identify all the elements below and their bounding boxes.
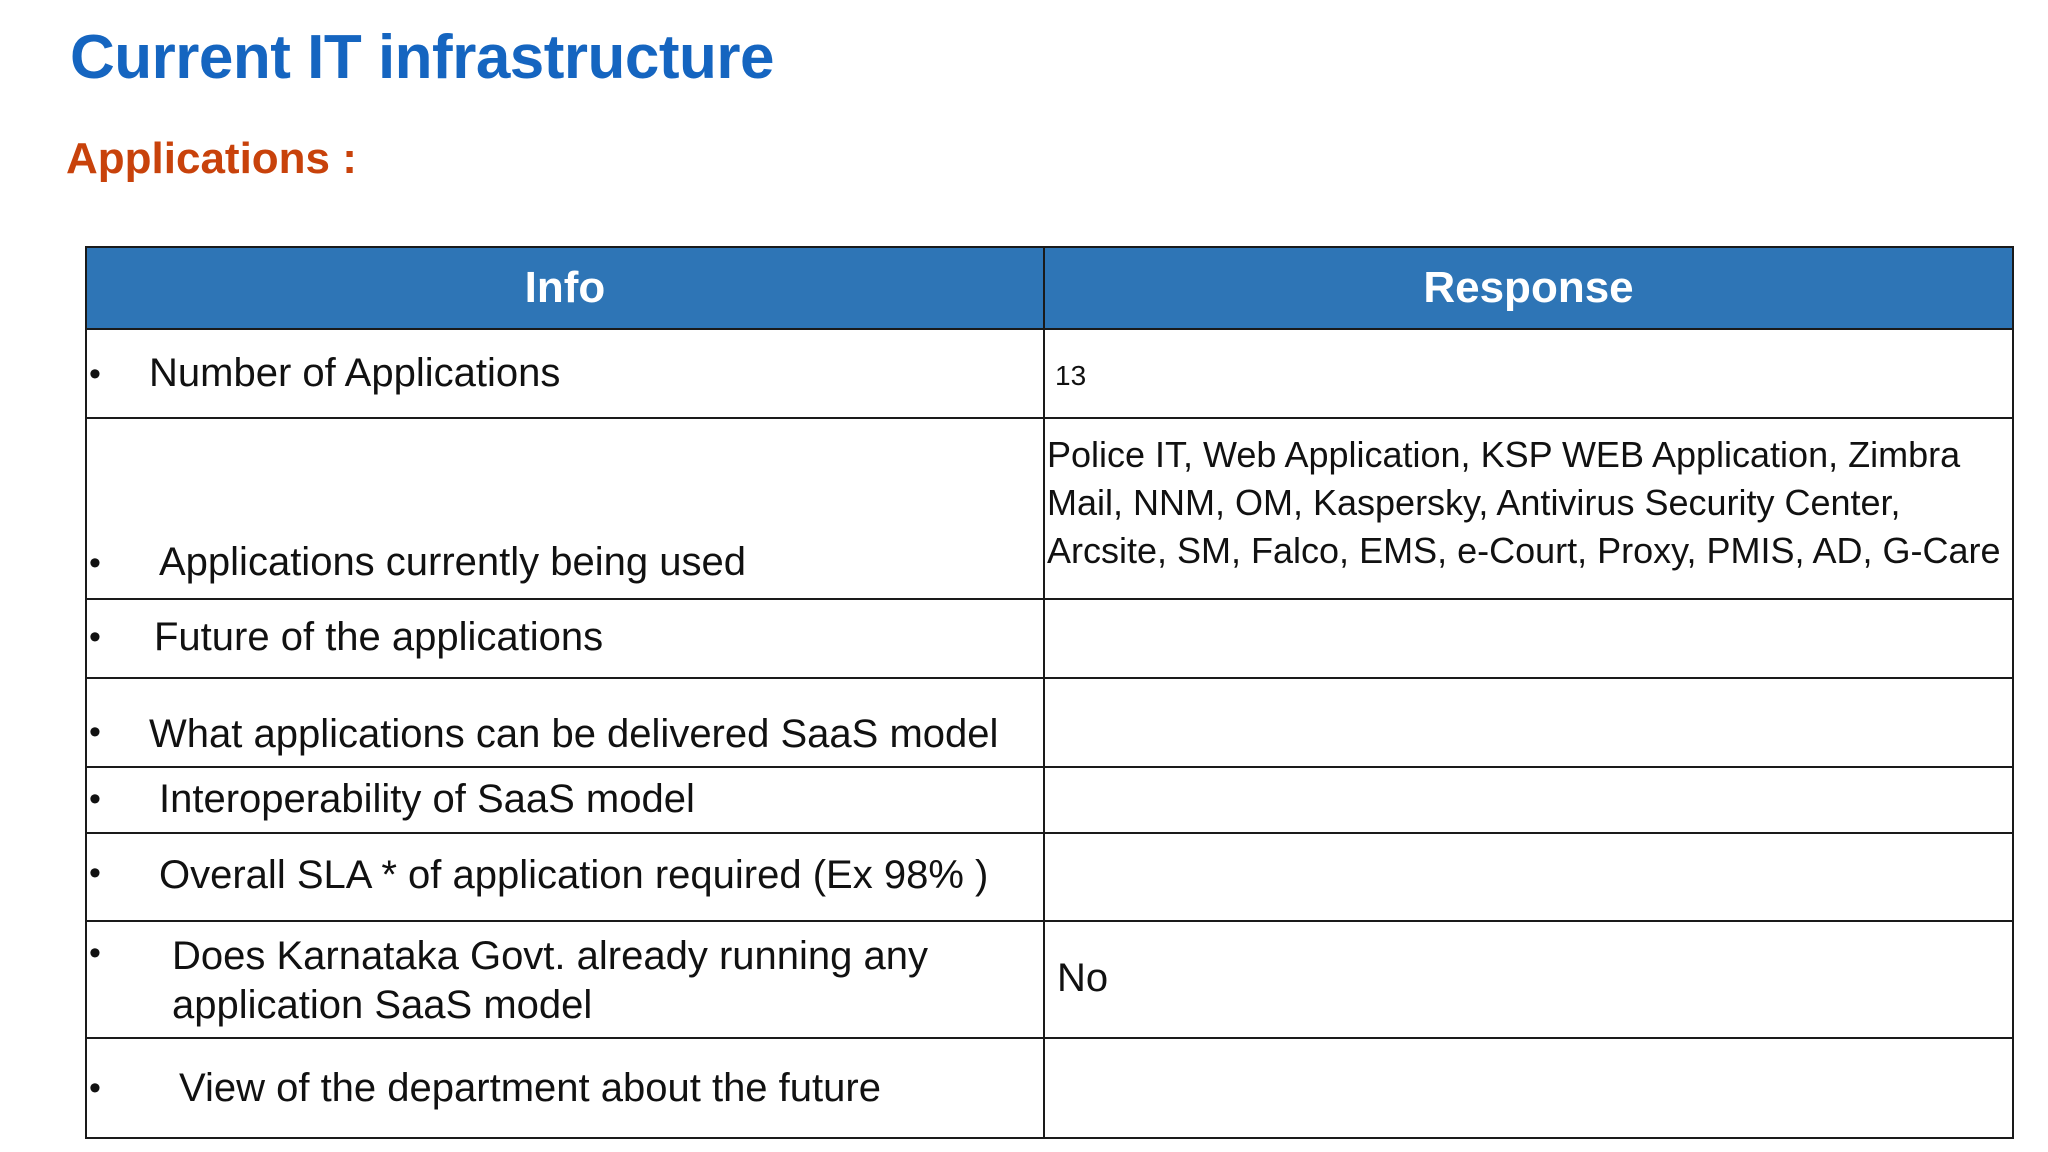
info-label: What applications can be delivered SaaS … <box>149 712 999 756</box>
info-label: Overall SLA * of application required (E… <box>159 853 989 897</box>
response-cell <box>1043 832 2014 922</box>
response-value: Police IT, Web Application, KSP WEB Appl… <box>1047 434 2001 571</box>
info-label: Does Karnataka Govt. already running any… <box>172 934 928 1027</box>
bullet-icon: • <box>89 355 101 393</box>
bullet-icon: • <box>89 1069 101 1107</box>
header-info: Info <box>85 246 1045 330</box>
response-cell: 13 <box>1043 328 2014 419</box>
info-cell: • Overall SLA * of application required … <box>85 832 1045 922</box>
table-row: • View of the department about the futur… <box>85 1037 2014 1139</box>
applications-table: Info Response • Number of Applications 1… <box>85 246 2014 1139</box>
response-cell <box>1043 598 2014 679</box>
info-cell: • Number of Applications <box>85 328 1045 419</box>
bullet-icon: • <box>89 780 101 818</box>
section-heading: Applications : <box>66 134 357 183</box>
table-row: • Interoperability of SaaS model <box>85 766 2014 834</box>
info-label: Interoperability of SaaS model <box>159 777 695 821</box>
table-header-row: Info Response <box>85 246 2014 330</box>
info-label: View of the department about the future <box>179 1066 881 1110</box>
response-value: No <box>1057 956 1109 1000</box>
bullet-icon: • <box>89 854 101 892</box>
response-cell: Police IT, Web Application, KSP WEB Appl… <box>1043 417 2014 600</box>
response-cell <box>1043 1037 2014 1139</box>
table-row: • Future of the applications <box>85 598 2014 679</box>
slide-title: Current IT infrastructure <box>70 23 775 92</box>
info-cell: • What applications can be delivered Saa… <box>85 677 1045 768</box>
info-label: Future of the applications <box>154 615 604 659</box>
table-row: • What applications can be delivered Saa… <box>85 677 2014 768</box>
bullet-icon: • <box>89 934 101 972</box>
info-cell: • View of the department about the futur… <box>85 1037 1045 1139</box>
response-cell <box>1043 677 2014 768</box>
info-cell: • Future of the applications <box>85 598 1045 679</box>
table-row: • Does Karnataka Govt. already running a… <box>85 920 2014 1039</box>
header-response: Response <box>1043 246 2014 330</box>
response-cell: No <box>1043 920 2014 1039</box>
info-label: Number of Applications <box>149 351 561 395</box>
info-cell: • Applications currently being used <box>85 417 1045 600</box>
response-cell <box>1043 766 2014 834</box>
response-value: 13 <box>1055 360 1087 391</box>
table-row: • Applications currently being used Poli… <box>85 417 2014 600</box>
bullet-icon: • <box>89 544 101 582</box>
info-cell: • Interoperability of SaaS model <box>85 766 1045 834</box>
bullet-icon: • <box>89 713 101 751</box>
bullet-icon: • <box>89 618 101 656</box>
info-cell: • Does Karnataka Govt. already running a… <box>85 920 1045 1039</box>
table-row: • Number of Applications 13 <box>85 328 2014 419</box>
table-row: • Overall SLA * of application required … <box>85 832 2014 922</box>
info-label: Applications currently being used <box>159 540 747 584</box>
